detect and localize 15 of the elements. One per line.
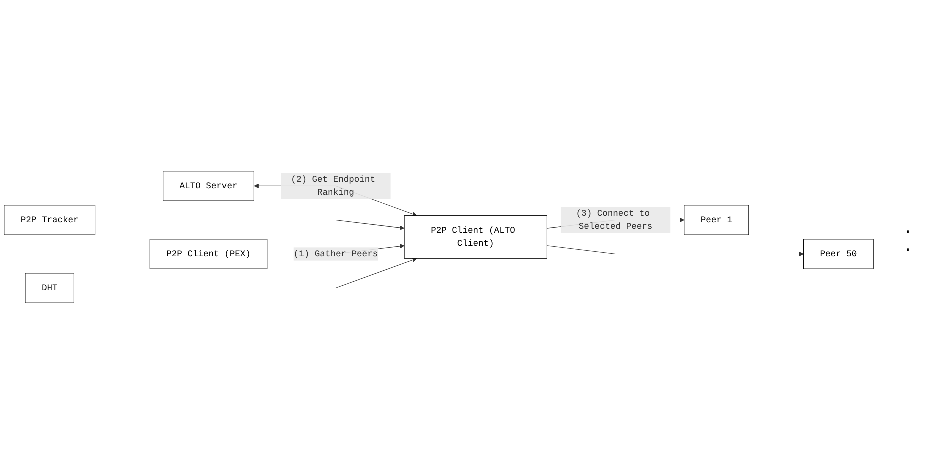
arrow — [546, 246, 804, 257]
edge-label: (1) Gather Peers — [294, 250, 378, 260]
node-box: Peer 1 — [684, 205, 750, 236]
node-box: DHT — [25, 273, 74, 304]
arrow — [74, 258, 418, 289]
node-box: P2P Client (ALTO Client) — [404, 216, 548, 260]
node-box: Peer 50 — [804, 239, 874, 270]
edge-label: (3) Connect to Selected Peers — [576, 208, 653, 232]
node-box: P2P Tracker — [4, 205, 96, 236]
edge-label: (2) Get Endpoint Ranking — [291, 174, 376, 198]
node-box: P2P Client (PEX) — [150, 239, 268, 270]
dot-label: . — [903, 238, 913, 256]
arrow — [95, 220, 405, 231]
dot-label: . — [903, 220, 913, 238]
node-box: ALTO Server — [163, 171, 254, 202]
